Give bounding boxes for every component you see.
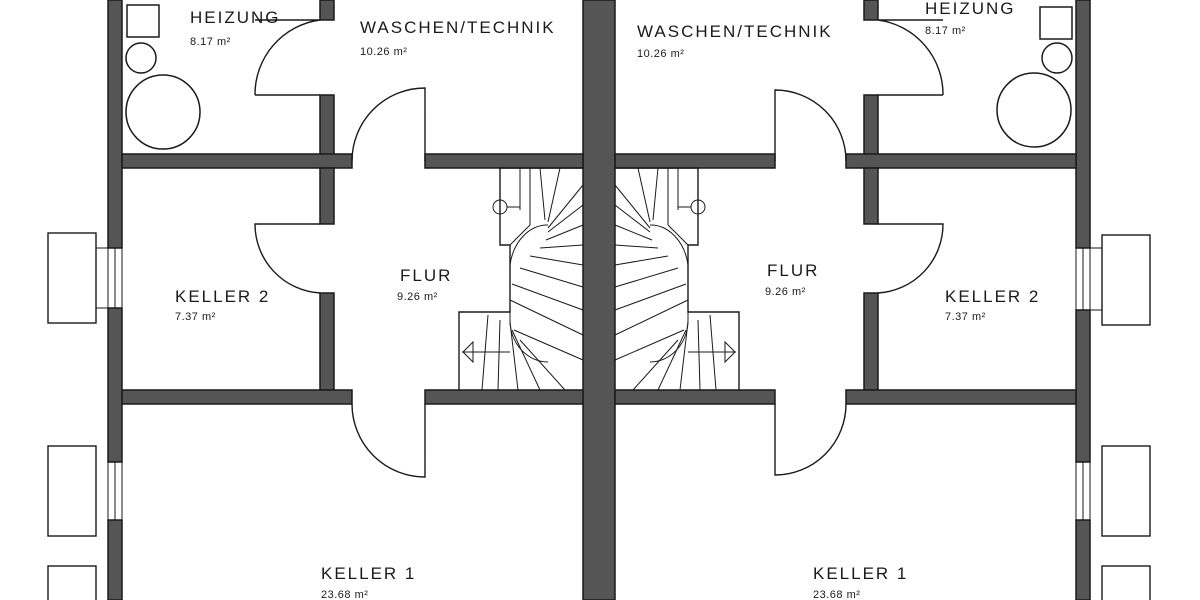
heating-fixtures-left xyxy=(125,4,201,150)
tank-small-icon xyxy=(1041,42,1073,74)
room-name-heizung-right: HEIZUNG xyxy=(925,0,1016,18)
room-area-waschen-left: 10.26 m² xyxy=(360,46,407,58)
room-area-keller1-right: 23.68 m² xyxy=(813,589,860,600)
room-area-flur-left: 9.26 m² xyxy=(397,291,438,303)
room-area-waschen-right: 10.26 m² xyxy=(637,48,684,60)
wall-h-top-left-b xyxy=(424,153,584,169)
wall-keller2-flur-left-low xyxy=(319,292,335,391)
doors xyxy=(254,19,944,478)
room-area-keller2-right: 7.37 m² xyxy=(945,311,986,323)
exterior-wall-left xyxy=(107,0,123,249)
wall-h-mid-right-a xyxy=(614,389,776,405)
light-well-right-2 xyxy=(1101,445,1151,537)
room-name-waschen-left: WASCHEN/TECHNIK xyxy=(360,18,556,37)
room-name-flur-left: FLUR xyxy=(400,266,452,285)
room-area-flur-right: 9.26 m² xyxy=(765,286,806,298)
windows xyxy=(47,232,1151,600)
boiler-unit-icon xyxy=(126,4,160,38)
staircase-right xyxy=(614,167,740,391)
room-area-heizung-left: 8.17 m² xyxy=(190,36,231,48)
room-area-keller2-left: 7.37 m² xyxy=(175,311,216,323)
room-name-flur-right: FLUR xyxy=(767,261,819,280)
boiler-unit-icon xyxy=(1039,6,1073,40)
party-wall xyxy=(582,0,616,600)
wall-h-top-left-a xyxy=(121,153,353,169)
wall-h-top-right-a xyxy=(614,153,776,169)
heating-fixtures-right xyxy=(996,6,1073,148)
stair-arrow-right xyxy=(688,340,736,364)
door-heizung-left xyxy=(254,19,321,96)
light-well-left-3 xyxy=(47,565,97,600)
tank-small-icon xyxy=(125,42,157,74)
wall-keller2-flur-right xyxy=(863,167,879,225)
tank-large-icon xyxy=(996,72,1072,148)
wall-keller2-flur-left xyxy=(319,167,335,225)
wall-h-top-right-b xyxy=(845,153,1077,169)
wall-heizung-waschen-left xyxy=(319,0,335,21)
room-name-keller1-right: KELLER 1 xyxy=(813,564,908,583)
room-name-keller2-right: KELLER 2 xyxy=(945,287,1040,306)
tank-large-icon xyxy=(125,74,201,150)
room-area-heizung-right: 8.17 m² xyxy=(925,25,966,37)
door-keller1-right xyxy=(774,403,847,476)
door-keller1-left xyxy=(351,403,426,478)
light-well-left-1 xyxy=(47,232,97,324)
light-well-right-1 xyxy=(1101,234,1151,326)
room-name-heizung-left: HEIZUNG xyxy=(190,8,281,27)
exterior-wall-right xyxy=(1075,0,1091,249)
exterior-wall-left-mid xyxy=(107,307,123,463)
door-waschen-left xyxy=(351,87,426,162)
room-labels: HEIZUNG 8.17 m² WASCHEN/TECHNIK 10.26 m²… xyxy=(175,0,1040,600)
walls xyxy=(107,0,1091,600)
door-keller2-right xyxy=(877,223,944,294)
door-waschen-right xyxy=(774,89,847,162)
room-name-waschen-right: WASCHEN/TECHNIK xyxy=(637,22,833,41)
staircase-left xyxy=(458,167,584,391)
room-name-keller1-left: KELLER 1 xyxy=(321,564,416,583)
wall-heizung-waschen-right xyxy=(863,0,879,21)
room-area-keller1-left: 23.68 m² xyxy=(321,589,368,600)
exterior-wall-right-mid xyxy=(1075,309,1091,463)
wall-h-mid-right-b xyxy=(845,389,1077,405)
wall-keller2-flur-right-low xyxy=(863,292,879,391)
door-heizung-right xyxy=(877,19,944,96)
stair-arrow-left xyxy=(462,340,510,364)
room-name-keller2-left: KELLER 2 xyxy=(175,287,270,306)
exterior-wall-left-low xyxy=(107,519,123,600)
wall-h-mid-left-b xyxy=(424,389,584,405)
wall-h-mid-left-a xyxy=(121,389,353,405)
exterior-wall-right-low xyxy=(1075,519,1091,600)
door-keller2-left xyxy=(254,223,321,294)
light-well-left-2 xyxy=(47,445,97,537)
light-well-right-3 xyxy=(1101,565,1151,600)
